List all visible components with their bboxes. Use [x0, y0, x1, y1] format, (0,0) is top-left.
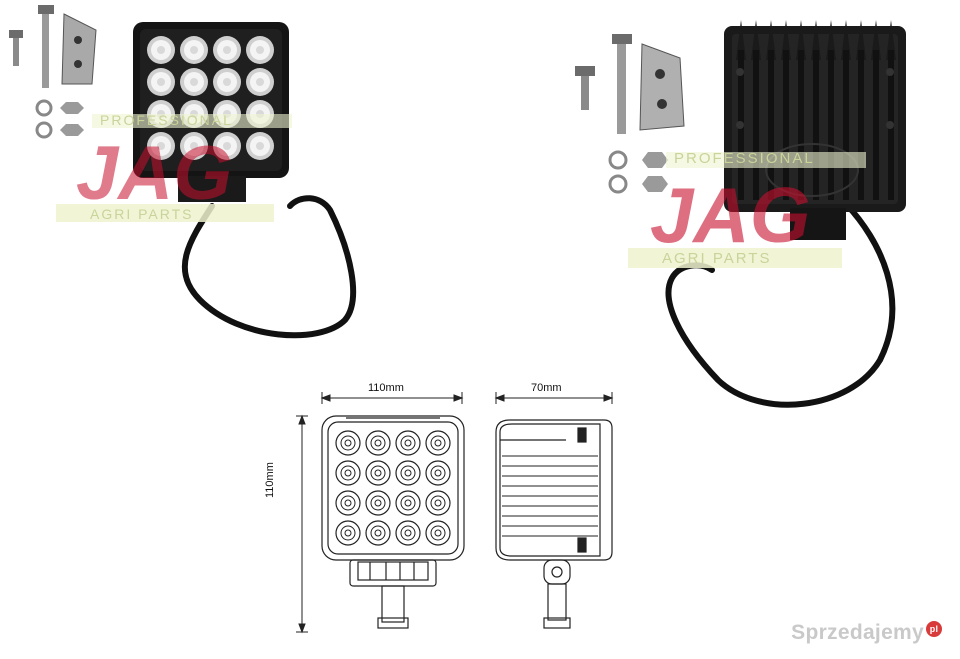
bolt-short-2: [575, 66, 595, 110]
led-lens-drawing: [395, 430, 421, 456]
led-lens-drawing: [365, 520, 391, 546]
led-lens: [213, 36, 241, 64]
power-cable-2: [665, 201, 896, 408]
fin: [798, 50, 804, 200]
dimension-height-label: 110mm: [264, 462, 276, 498]
led-lens-drawing: [425, 430, 451, 456]
fin: [768, 50, 774, 200]
bolt-long-2: [612, 34, 632, 134]
fin: [783, 50, 789, 200]
led-lens: [180, 36, 208, 64]
power-cable: [181, 195, 357, 339]
led-lens-drawing: [395, 460, 421, 486]
bolt-short: [9, 30, 23, 66]
dimension-depth-label: 70mm: [531, 382, 562, 394]
bolt-long: [38, 5, 54, 88]
led-lens-drawing: [335, 430, 361, 456]
watermark-top-line: PROFESSIONAL: [100, 112, 233, 128]
led-lens-drawing: [335, 520, 361, 546]
mounting-bracket-2: [639, 43, 685, 131]
watermark-bottom-line-2: AGRI PARTS: [662, 250, 772, 267]
led-lens: [147, 68, 175, 96]
dimension-width-label: 110mm: [368, 382, 404, 394]
led-lens: [180, 68, 208, 96]
led-grid-drawing: [335, 430, 451, 546]
led-lens-drawing: [425, 460, 451, 486]
led-lens-drawing: [335, 460, 361, 486]
site-logo-badge: pl: [926, 621, 942, 637]
washers-and-nuts: [35, 99, 84, 139]
led-lens-drawing: [335, 490, 361, 516]
watermark-1: PROFESSIONAL JAG AGRI PARTS: [56, 108, 296, 228]
heatsink-housing: [724, 20, 906, 240]
washers-and-nuts-2: [608, 150, 668, 194]
fin: [858, 50, 864, 200]
side-view-drawing: [495, 419, 613, 629]
led-lens-drawing: [425, 520, 451, 546]
led-lens-drawing: [365, 460, 391, 486]
site-logo-text: Sprzedajemy: [791, 621, 924, 644]
led-lens-drawing: [425, 490, 451, 516]
led-lens: [147, 36, 175, 64]
led-lens: [180, 132, 208, 160]
fin: [753, 50, 759, 200]
led-lens: [246, 132, 274, 160]
watermark-brand: JAG: [76, 131, 233, 216]
led-lens-drawing: [395, 490, 421, 516]
fin: [813, 50, 819, 200]
watermark-brand-2: JAG: [650, 171, 811, 259]
watermark-2: PROFESSIONAL JAG AGRI PARTS: [628, 148, 878, 274]
led-lens-drawing: [365, 490, 391, 516]
led-lens: [246, 68, 274, 96]
led-lens-drawing: [365, 430, 391, 456]
fin: [873, 50, 879, 200]
fin: [828, 50, 834, 200]
watermark-bottom-line: AGRI PARTS: [90, 206, 194, 222]
led-lens-drawing: [395, 520, 421, 546]
fin: [843, 50, 849, 200]
led-lens: [213, 132, 241, 160]
heatsink-fins-drawing: [502, 455, 598, 537]
led-lens: [147, 132, 175, 160]
led-lens: [213, 68, 241, 96]
watermark-top-line-2: PROFESSIONAL: [674, 150, 815, 167]
front-view-drawing: [321, 415, 465, 629]
mounting-bracket: [61, 13, 97, 85]
led-lens: [246, 36, 274, 64]
